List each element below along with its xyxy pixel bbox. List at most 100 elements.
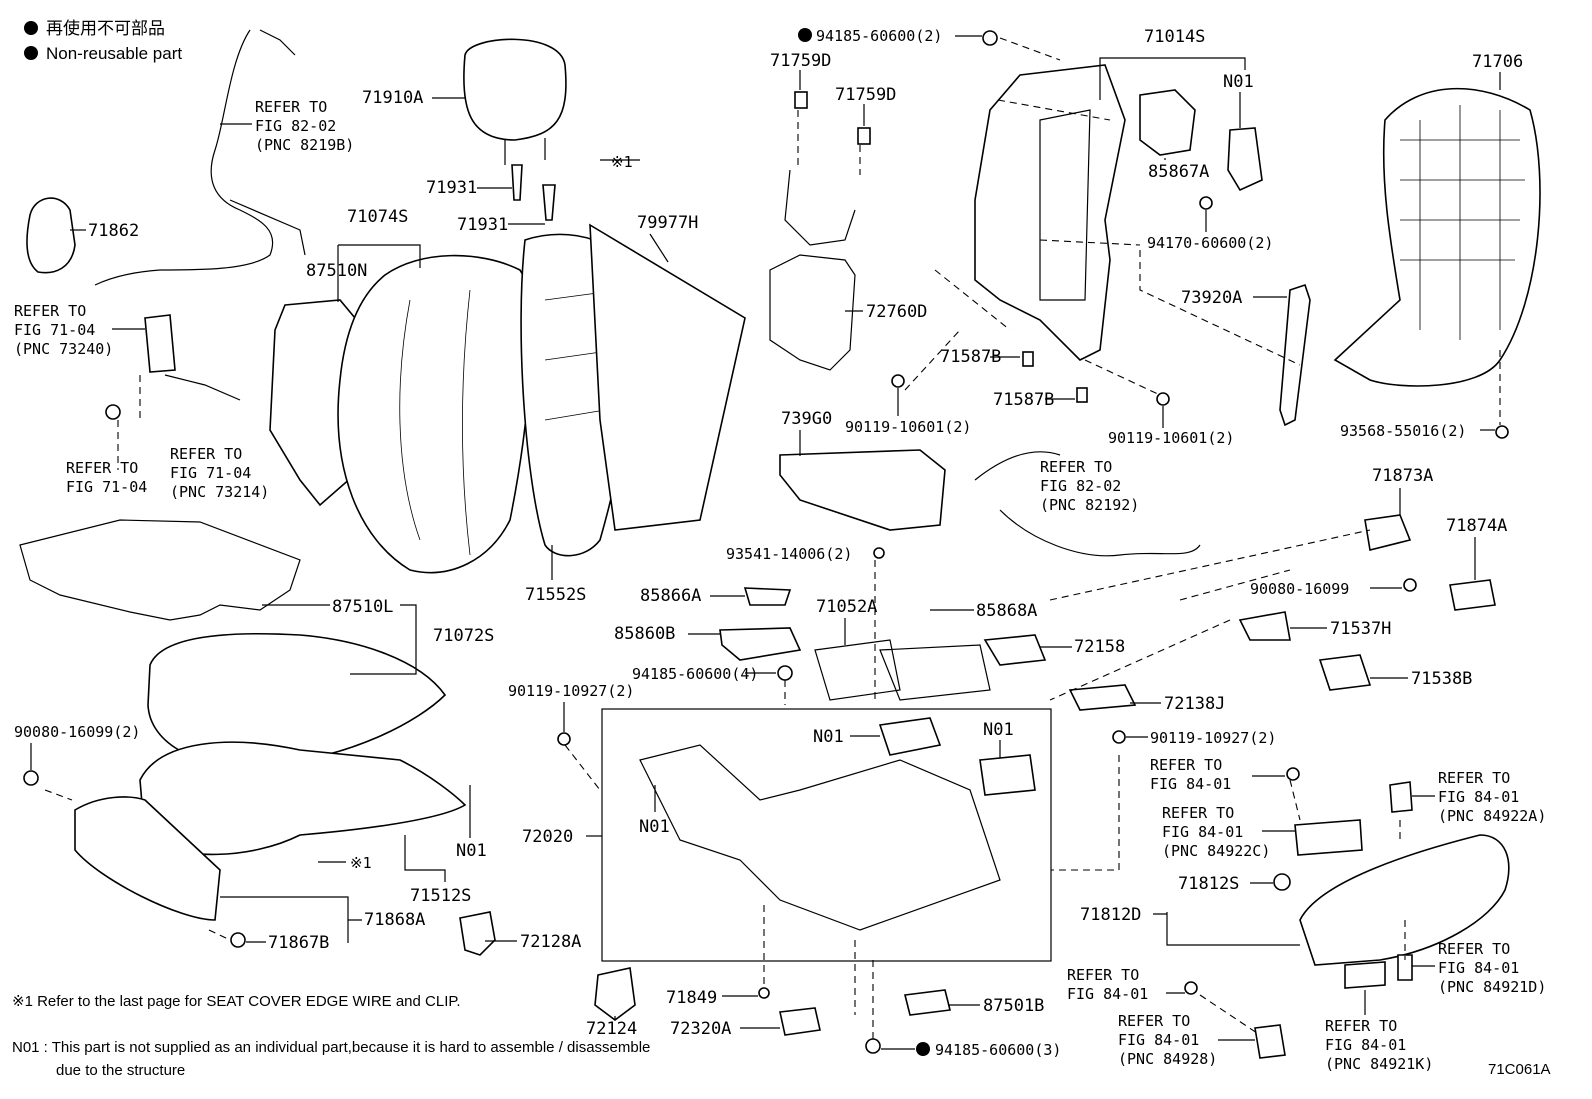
back-sheet-drawing bbox=[589, 223, 746, 531]
clip-drawing bbox=[1022, 351, 1034, 367]
refer-fig-84-01-pnc-84922a: REFER TO FIG 84-01 (PNC 84922A) bbox=[1412, 769, 1546, 825]
part-label-71931: 71931 bbox=[457, 215, 508, 235]
svg-text:FIG 84-01: FIG 84-01 bbox=[1118, 1031, 1199, 1049]
svg-text:REFER TO: REFER TO bbox=[1325, 1017, 1397, 1035]
part-label-90119-10601-2: 90119-10601(2) bbox=[845, 418, 971, 436]
nut-drawing bbox=[105, 404, 121, 420]
trim-73920A-drawing bbox=[1279, 283, 1311, 427]
svg-text:REFER TO: REFER TO bbox=[1118, 1012, 1190, 1030]
front-cover-drawing bbox=[74, 796, 221, 921]
part-label-71849: 71849 bbox=[666, 988, 717, 1008]
legend-en: Non-reusable part bbox=[46, 44, 182, 63]
part-label-94185-60600-2: 94185-60600(2) bbox=[816, 27, 942, 45]
part-72320A-drawing bbox=[779, 1007, 821, 1036]
part-label-71706: 71706 bbox=[1472, 52, 1523, 72]
clip-drawing bbox=[794, 91, 808, 109]
footnote-n01-line1: N01 : This part is not supplied as an in… bbox=[12, 1039, 650, 1056]
part-label-71538B: 71538B bbox=[1411, 669, 1472, 689]
screw-drawing bbox=[1495, 425, 1509, 439]
svg-text:(PNC 84921K): (PNC 84921K) bbox=[1325, 1055, 1433, 1073]
part-label-94185-60600-4: 94185-60600(4) bbox=[632, 665, 758, 683]
footnote-n01-line2: due to the structure bbox=[56, 1062, 185, 1079]
spring-mat-drawing bbox=[814, 639, 991, 701]
part-85866A-drawing bbox=[743, 587, 792, 606]
part-label-N01: N01 bbox=[456, 841, 487, 861]
part-label-N01: N01 bbox=[639, 817, 670, 837]
non-reusable-bullet-icon bbox=[24, 21, 38, 35]
part-label-71868A: 71868A bbox=[364, 910, 425, 930]
part-label-N01: N01 bbox=[1223, 72, 1254, 92]
motor-n01-right-drawing bbox=[979, 754, 1036, 796]
part-71538B-drawing bbox=[1318, 654, 1372, 691]
part-label-71552S: 71552S bbox=[525, 585, 586, 605]
part-label-72124: 72124 bbox=[586, 1019, 637, 1039]
svg-text:REFER TO: REFER TO bbox=[14, 302, 86, 320]
figure-code: 71C061A bbox=[1488, 1061, 1551, 1078]
lumbar-assembly-drawing bbox=[769, 169, 856, 371]
trim-72128A-drawing bbox=[459, 911, 496, 956]
back-frame-drawing bbox=[974, 64, 1126, 361]
svg-text:FIG 84-01: FIG 84-01 bbox=[1150, 775, 1231, 793]
screw-drawing bbox=[1403, 578, 1417, 592]
headrest-drawing bbox=[463, 38, 567, 141]
board-739G0-drawing bbox=[779, 449, 946, 531]
svg-text:FIG 84-01: FIG 84-01 bbox=[1325, 1036, 1406, 1054]
part-71873A-drawing bbox=[1364, 514, 1412, 551]
part-labels: 71910A 71931 71931 71862 71074S 87510N 7… bbox=[14, 27, 1523, 1059]
part-label-93568-55016-2: 93568-55016(2) bbox=[1340, 422, 1466, 440]
part-label-71874A: 71874A bbox=[1446, 516, 1507, 536]
part-label-87501B: 87501B bbox=[983, 996, 1044, 1016]
refer-fig-82-02-pnc-8219b: REFER TO FIG 82-02 (PNC 8219B) bbox=[220, 98, 354, 154]
svg-text:FIG 71-04: FIG 71-04 bbox=[170, 464, 251, 482]
part-87501B-drawing bbox=[904, 989, 951, 1016]
part-label-71812D: 71812D bbox=[1080, 905, 1141, 925]
part-label-79977H: 79977H bbox=[637, 213, 698, 233]
svg-text:REFER TO: REFER TO bbox=[170, 445, 242, 463]
part-label-71873A: 71873A bbox=[1372, 466, 1433, 486]
refer-fig-84-01: REFER TO FIG 84-01 bbox=[1150, 756, 1285, 793]
refer-fig-84-01-pnc-84928: REFER TO FIG 84-01 (PNC 84928) bbox=[1118, 1012, 1255, 1068]
motor-unit-drawing bbox=[1139, 89, 1196, 156]
part-label-71862: 71862 bbox=[88, 221, 139, 241]
harness-right-drawing bbox=[974, 451, 1201, 557]
svg-text:(PNC 73214): (PNC 73214) bbox=[170, 483, 269, 501]
legend-jp: 再使用不可部品 bbox=[46, 18, 165, 38]
part-label-71812S: 71812S bbox=[1178, 874, 1239, 894]
svg-text:REFER TO: REFER TO bbox=[255, 98, 327, 116]
side-shield-drawing bbox=[1299, 834, 1510, 966]
part-label-71910A: 71910A bbox=[362, 88, 423, 108]
side-cover-71862-drawing bbox=[26, 197, 76, 274]
refer-fig-84-01-pnc-84921d: REFER TO FIG 84-01 (PNC 84921D) bbox=[1412, 940, 1546, 996]
part-label-90119-10927-2: 90119-10927(2) bbox=[508, 682, 634, 700]
part-label-N01: N01 bbox=[813, 727, 844, 747]
switch-84922C-drawing bbox=[1294, 819, 1363, 856]
refer-fig-82-02-pnc-82192: REFER TO FIG 82-02 (PNC 82192) bbox=[1040, 458, 1139, 514]
back-panel-drawing bbox=[1333, 87, 1541, 387]
motor-n01-mid-drawing bbox=[878, 717, 942, 756]
part-label-71512S: 71512S bbox=[410, 886, 471, 906]
part-label-71759D: 71759D bbox=[835, 85, 896, 105]
footnote-seat-cover-edge-wire: ※1 Refer to the last page for SEAT COVER… bbox=[12, 993, 461, 1010]
svg-text:FIG 82-02: FIG 82-02 bbox=[1040, 477, 1121, 495]
seat-frame-drawing bbox=[639, 744, 1001, 931]
wire-harness-drawing bbox=[94, 29, 274, 286]
part-drawings bbox=[19, 29, 1541, 1059]
svg-text:(PNC 82192): (PNC 82192) bbox=[1040, 496, 1139, 514]
clip-drawing bbox=[857, 127, 871, 145]
svg-text:REFER TO: REFER TO bbox=[1040, 458, 1112, 476]
screw-drawing bbox=[873, 547, 885, 559]
clip-drawing bbox=[1273, 873, 1291, 891]
nut-drawing bbox=[865, 1038, 881, 1054]
part-71874A-drawing bbox=[1449, 579, 1496, 611]
part-label-85868A: 85868A bbox=[976, 601, 1037, 621]
non-reusable-bullet-icon bbox=[798, 28, 812, 42]
svg-text:(PNC 8219B): (PNC 8219B) bbox=[255, 136, 354, 154]
non-reusable-bullet-icon bbox=[916, 1042, 930, 1056]
nut-drawing bbox=[1199, 196, 1213, 210]
refer-fig-71-04: REFER TO FIG 71-04 bbox=[66, 459, 147, 496]
refer-fig-84-01-left: REFER TO FIG 84-01 bbox=[1067, 966, 1185, 1003]
refer-fig-84-01-pnc-84921k: REFER TO FIG 84-01 (PNC 84921K) bbox=[1325, 990, 1433, 1073]
non-reusable-bullet-icon bbox=[24, 46, 38, 60]
part-label-85860B: 85860B bbox=[614, 624, 675, 644]
